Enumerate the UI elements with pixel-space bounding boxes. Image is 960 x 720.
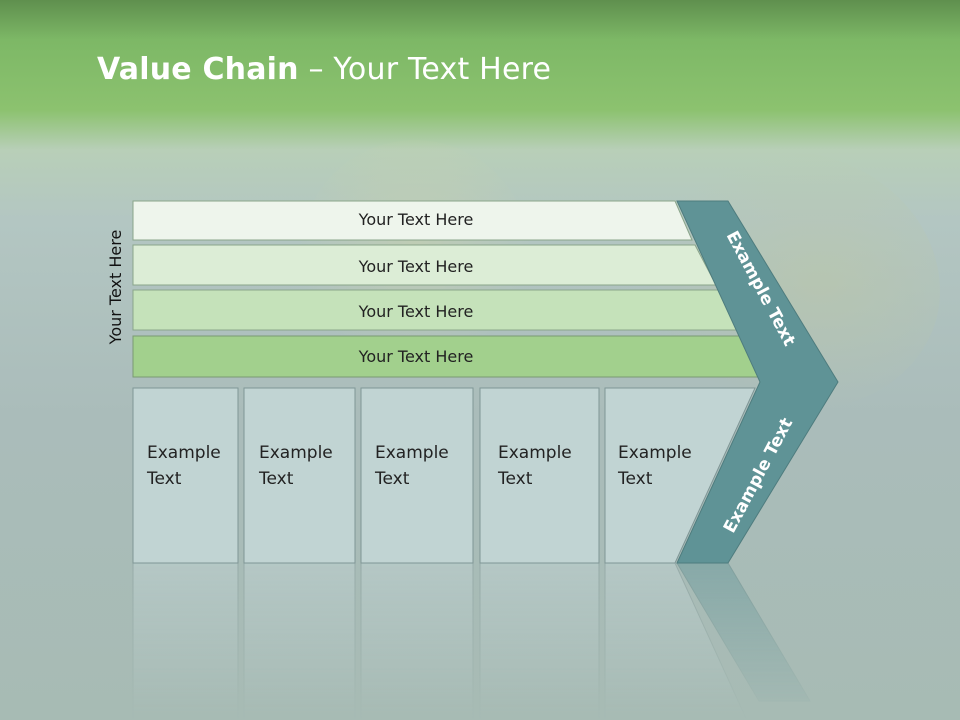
box-5-line1: Example bbox=[618, 443, 692, 463]
box-3-shape bbox=[360, 387, 474, 564]
bar-4: Your Text Here bbox=[132, 335, 763, 378]
bar-1: Your Text Here bbox=[132, 200, 693, 241]
box-1-line2: Text bbox=[146, 469, 182, 489]
bar-2: Your Text Here bbox=[132, 244, 717, 286]
box-3-line2: Text bbox=[374, 469, 410, 489]
bar-1-shape bbox=[132, 200, 693, 241]
box-5-reflection bbox=[604, 562, 748, 720]
bar-4-label: Your Text Here bbox=[358, 347, 474, 366]
box-1-reflection bbox=[132, 562, 239, 720]
chevron-reflection bbox=[676, 562, 811, 702]
box-2-line1: Example bbox=[259, 443, 333, 463]
box-4-line2: Text bbox=[497, 469, 533, 489]
page-title: Value Chain – Your Text Here bbox=[97, 52, 551, 87]
box-1-line1: Example bbox=[147, 443, 221, 463]
bar-1-label: Your Text Here bbox=[358, 210, 474, 229]
title-bold: Value Chain bbox=[97, 52, 299, 87]
chevron-shape bbox=[676, 200, 839, 564]
reflection-group bbox=[132, 562, 811, 720]
bar-2-label: Your Text Here bbox=[358, 257, 474, 276]
box-4-line1: Example bbox=[498, 443, 572, 463]
box-5-line2: Text bbox=[617, 469, 653, 489]
bar-3: Your Text Here bbox=[132, 289, 740, 331]
box-1: Example Text bbox=[132, 387, 239, 564]
box-3-line1: Example bbox=[375, 443, 449, 463]
box-2-shape bbox=[243, 387, 356, 564]
box-2-line2: Text bbox=[258, 469, 294, 489]
box-1-shape bbox=[132, 387, 239, 564]
box-4: Example Text bbox=[479, 387, 600, 564]
box-4-reflection bbox=[479, 562, 600, 720]
bars-group: Your Text Here Your Text Here Your Text … bbox=[132, 200, 763, 378]
boxes-group: Example Text Example Text Example Text E… bbox=[132, 387, 756, 564]
title-rest: – Your Text Here bbox=[298, 52, 552, 87]
box-2-reflection bbox=[243, 562, 356, 720]
box-3-reflection bbox=[360, 562, 474, 720]
chevron-group: Example Text Example Text bbox=[676, 200, 839, 564]
box-3: Example Text bbox=[360, 387, 474, 564]
box-2: Example Text bbox=[243, 387, 356, 564]
box-4-shape bbox=[479, 387, 600, 564]
bar-3-label: Your Text Here bbox=[358, 302, 474, 321]
